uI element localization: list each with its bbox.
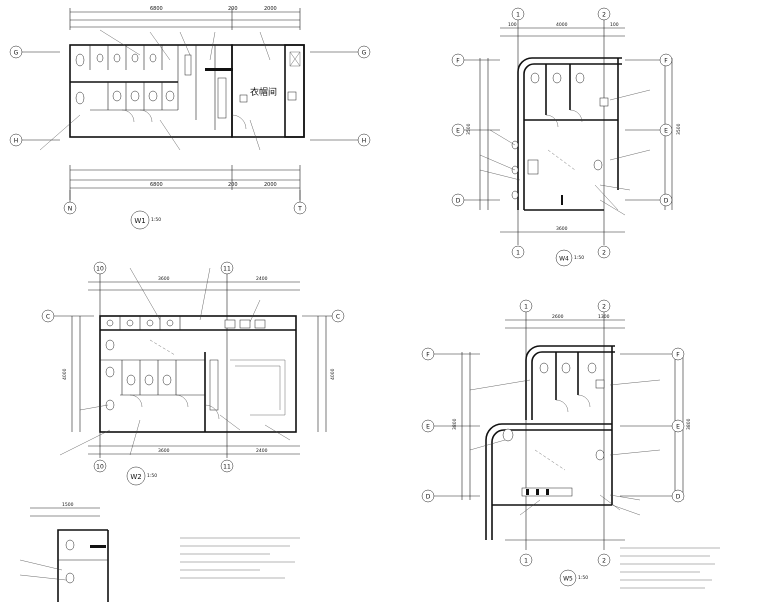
w1-axis-bottom-t: T — [297, 206, 302, 213]
w1-scale: 1:50 — [151, 217, 161, 223]
w2-dim-left: 4000 — [62, 368, 68, 380]
general-notes — [180, 537, 720, 589]
w5-axis-bottom-2: 2 — [602, 558, 606, 565]
plan-w2: 10 11 3600 2400 — [41, 261, 345, 486]
w4-scale: 1:50 — [574, 255, 584, 261]
w4-dim-right: 3500 — [676, 123, 682, 135]
w2-dim-top-1: 3600 — [158, 276, 170, 282]
w1-axis-left-g: G — [14, 50, 19, 57]
w2-dim-top-2: 2400 — [256, 276, 268, 282]
w1-room-label: 衣帽间 — [250, 86, 277, 98]
w2-axis-top-10: 10 — [96, 266, 104, 273]
w2-dim-bottom-2: 2400 — [256, 448, 268, 454]
w5-axis-right-d: D — [676, 494, 681, 501]
w2-axis-bottom-10: 10 — [96, 464, 104, 471]
w2-title: W2 — [130, 473, 141, 481]
w1-axis-bottom-n: N — [68, 206, 73, 213]
w1-dim-bottom-3: 2000 — [264, 182, 277, 188]
w4-axis-right-e: E — [664, 128, 668, 135]
w2-axis-right-c: C — [336, 314, 340, 321]
w1-dim-top-2: 200 — [228, 6, 238, 12]
w5-title: W5 — [563, 576, 573, 583]
w4-axis-top-1: 1 — [516, 12, 520, 19]
w4-dim-left: 3500 — [466, 123, 472, 135]
w4-title: W4 — [559, 256, 569, 263]
w1-axis-right-g: G — [362, 50, 367, 57]
w2-axis-bottom-11: 11 — [223, 464, 231, 471]
w5-axis-right-f: F — [676, 352, 680, 359]
w1-dim-bottom-1: 6800 — [150, 182, 163, 188]
w5-dim-right: 3800 — [686, 418, 692, 430]
w1-axis-left-h: H — [14, 138, 19, 145]
w2-axis-top-11: 11 — [223, 266, 231, 273]
w5-axis-left-d: D — [426, 494, 431, 501]
w2-dim-right: 4000 — [330, 368, 336, 380]
plan-partial: 1500 — [19, 502, 109, 602]
w2-axis-left-c: C — [46, 314, 50, 321]
w4-axis-top-2: 2 — [602, 12, 606, 19]
w1-dim-bottom-2: 200 — [228, 182, 238, 188]
w5-axis-bottom-1: 1 — [524, 558, 528, 565]
w4-dim-bottom: 3600 — [556, 226, 568, 232]
w5-axis-top-2: 2 — [602, 304, 606, 311]
w4-dim-top-1: 100 — [508, 22, 517, 28]
plan-w5: 1 2 2600 1300 — [421, 299, 692, 587]
w4-axis-right-f: F — [664, 58, 668, 65]
w2-dim-bottom-1: 3600 — [158, 448, 170, 454]
plan-w1: 6800 200 2000 — [9, 6, 371, 230]
w4-dim-top-2: 4000 — [556, 22, 568, 28]
w5-axis-left-e: E — [426, 424, 430, 431]
w5-scale: 1:50 — [578, 575, 588, 581]
w5-axis-left-f: F — [426, 352, 430, 359]
w4-axis-left-f: F — [456, 58, 460, 65]
w4-dim-top-3: 100 — [610, 22, 619, 28]
w4-axis-bottom-2: 2 — [602, 250, 606, 257]
w4-axis-left-d: D — [456, 198, 461, 205]
plan-w4: 1 2 100 4000 100 — [451, 7, 682, 267]
w5-axis-right-e: E — [676, 424, 680, 431]
w5-dim-left: 3800 — [452, 418, 458, 430]
w1-axis-right-h: H — [362, 138, 367, 145]
w2-scale: 1:50 — [147, 473, 157, 479]
w1-title: W1 — [134, 217, 145, 225]
w5-axis-top-1: 1 — [524, 304, 528, 311]
w4-axis-bottom-1: 1 — [516, 250, 520, 257]
w4-axis-right-d: D — [664, 198, 669, 205]
w5-dim-top-1: 2600 — [552, 314, 564, 320]
partial-dim-top: 1500 — [62, 502, 74, 508]
w1-dim-top-3: 2000 — [264, 6, 277, 12]
w1-dim-top-1: 6800 — [150, 6, 163, 12]
w4-axis-left-e: E — [456, 128, 460, 135]
w5-dim-top-2: 1300 — [598, 314, 610, 320]
